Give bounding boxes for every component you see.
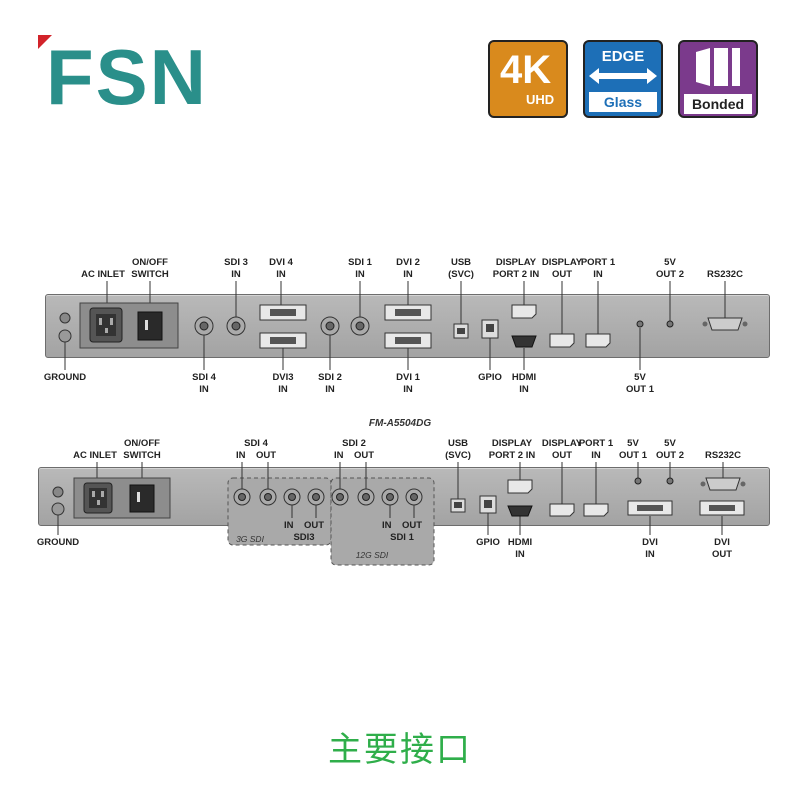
p2-label-rs232c: RS232C	[705, 450, 741, 461]
badge-edge-bottom: Glass	[589, 92, 657, 112]
p1-label-rs232c: RS232C	[707, 269, 743, 280]
p1-label-gpio: GPIO	[478, 372, 502, 383]
badge-4k-uhd: 4K UHD	[488, 40, 568, 118]
p1-label-ac-inlet: AC INLET	[81, 269, 125, 280]
badge-edge-glass: EDGE Glass	[583, 40, 663, 118]
caption-main-interfaces: 主要接口	[328, 730, 472, 770]
badge-bonded: Bonded	[678, 40, 758, 118]
badge-bonded-text: Bonded	[684, 94, 752, 114]
p1-label-ground: GROUND	[43, 372, 87, 383]
p2-label-usb: USB(SVC)	[445, 438, 471, 461]
badge-4k-sub: UHD	[526, 92, 555, 107]
fsn-logo: FSN	[38, 30, 218, 110]
p2-label-gpio: GPIO	[476, 537, 500, 548]
p2-label-ground: GROUND	[36, 537, 80, 548]
p1-label-usb: USB(SVC)	[448, 257, 474, 280]
group-12g-sdi: 12G SDI	[355, 550, 389, 560]
bonded-panels-icon	[696, 48, 740, 86]
logo-red-corner	[38, 35, 52, 49]
group-3g-sdi: 3G SDI	[236, 534, 264, 544]
logo-text: FSN	[46, 33, 208, 110]
model-title: FM-A5504DG	[368, 418, 432, 429]
badge-edge-top: EDGE	[601, 48, 645, 65]
double-arrow-icon	[589, 68, 657, 84]
badge-4k-main: 4K	[500, 48, 552, 92]
p2-label-ac-inlet: AC INLET	[73, 450, 117, 461]
